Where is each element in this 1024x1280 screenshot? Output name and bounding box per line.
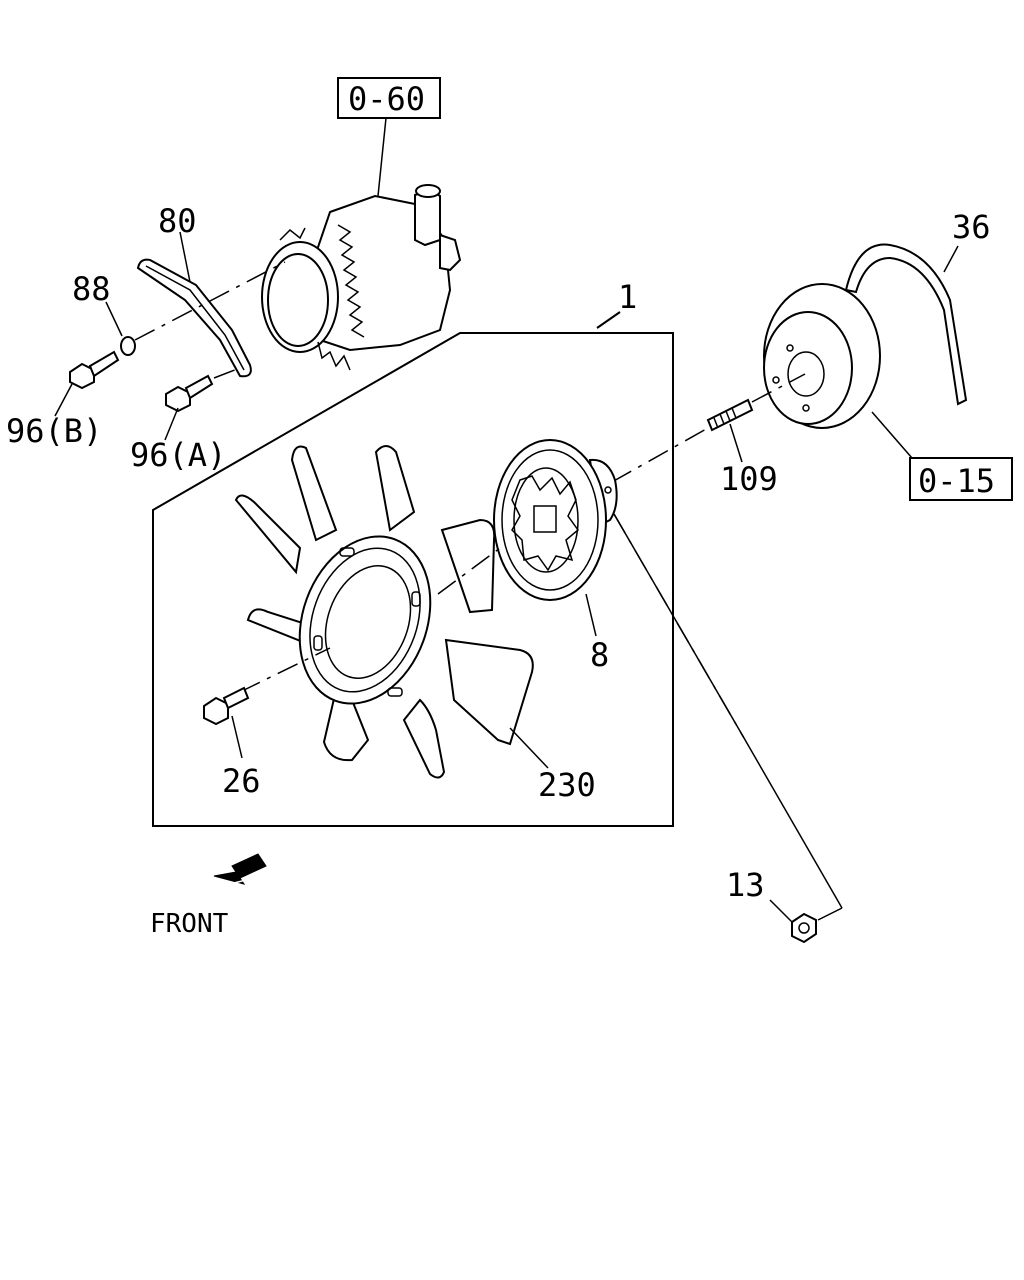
callout-230[interactable]: 230 (538, 766, 596, 804)
callout-109[interactable]: 109 (720, 460, 778, 498)
fan-belt (136, 258, 252, 378)
bolt-96b (69, 350, 120, 390)
front-arrow-icon (213, 853, 267, 887)
ref-box-015 (909, 457, 1013, 501)
assembly-outline (152, 332, 674, 827)
nut (791, 912, 817, 944)
fan-clutch (493, 439, 618, 601)
callout-88[interactable]: 88 (72, 270, 111, 308)
ref-label-015[interactable]: 0-15 (918, 462, 995, 500)
washer (120, 336, 136, 356)
bolt-96a (165, 374, 214, 413)
callout-13[interactable]: 13 (726, 866, 765, 904)
water-pump-pulley (763, 283, 881, 429)
callout-1[interactable]: 1 (618, 278, 637, 316)
callout-96b[interactable]: 96(B) (6, 412, 102, 450)
callout-36[interactable]: 36 (952, 208, 991, 246)
cooling-fan (234, 445, 534, 779)
callout-26[interactable]: 26 (222, 762, 261, 800)
front-label: FRONT (150, 909, 229, 939)
ref-label-060[interactable]: 0-60 (348, 80, 425, 118)
ref-box-060 (337, 77, 441, 119)
bolt-26 (203, 686, 250, 726)
alternator (261, 117, 462, 371)
stud (706, 398, 754, 432)
callout-80[interactable]: 80 (158, 202, 197, 240)
callout-8[interactable]: 8 (590, 636, 609, 674)
pulley-belt (844, 243, 968, 406)
callout-96a[interactable]: 96(A) (130, 436, 226, 474)
